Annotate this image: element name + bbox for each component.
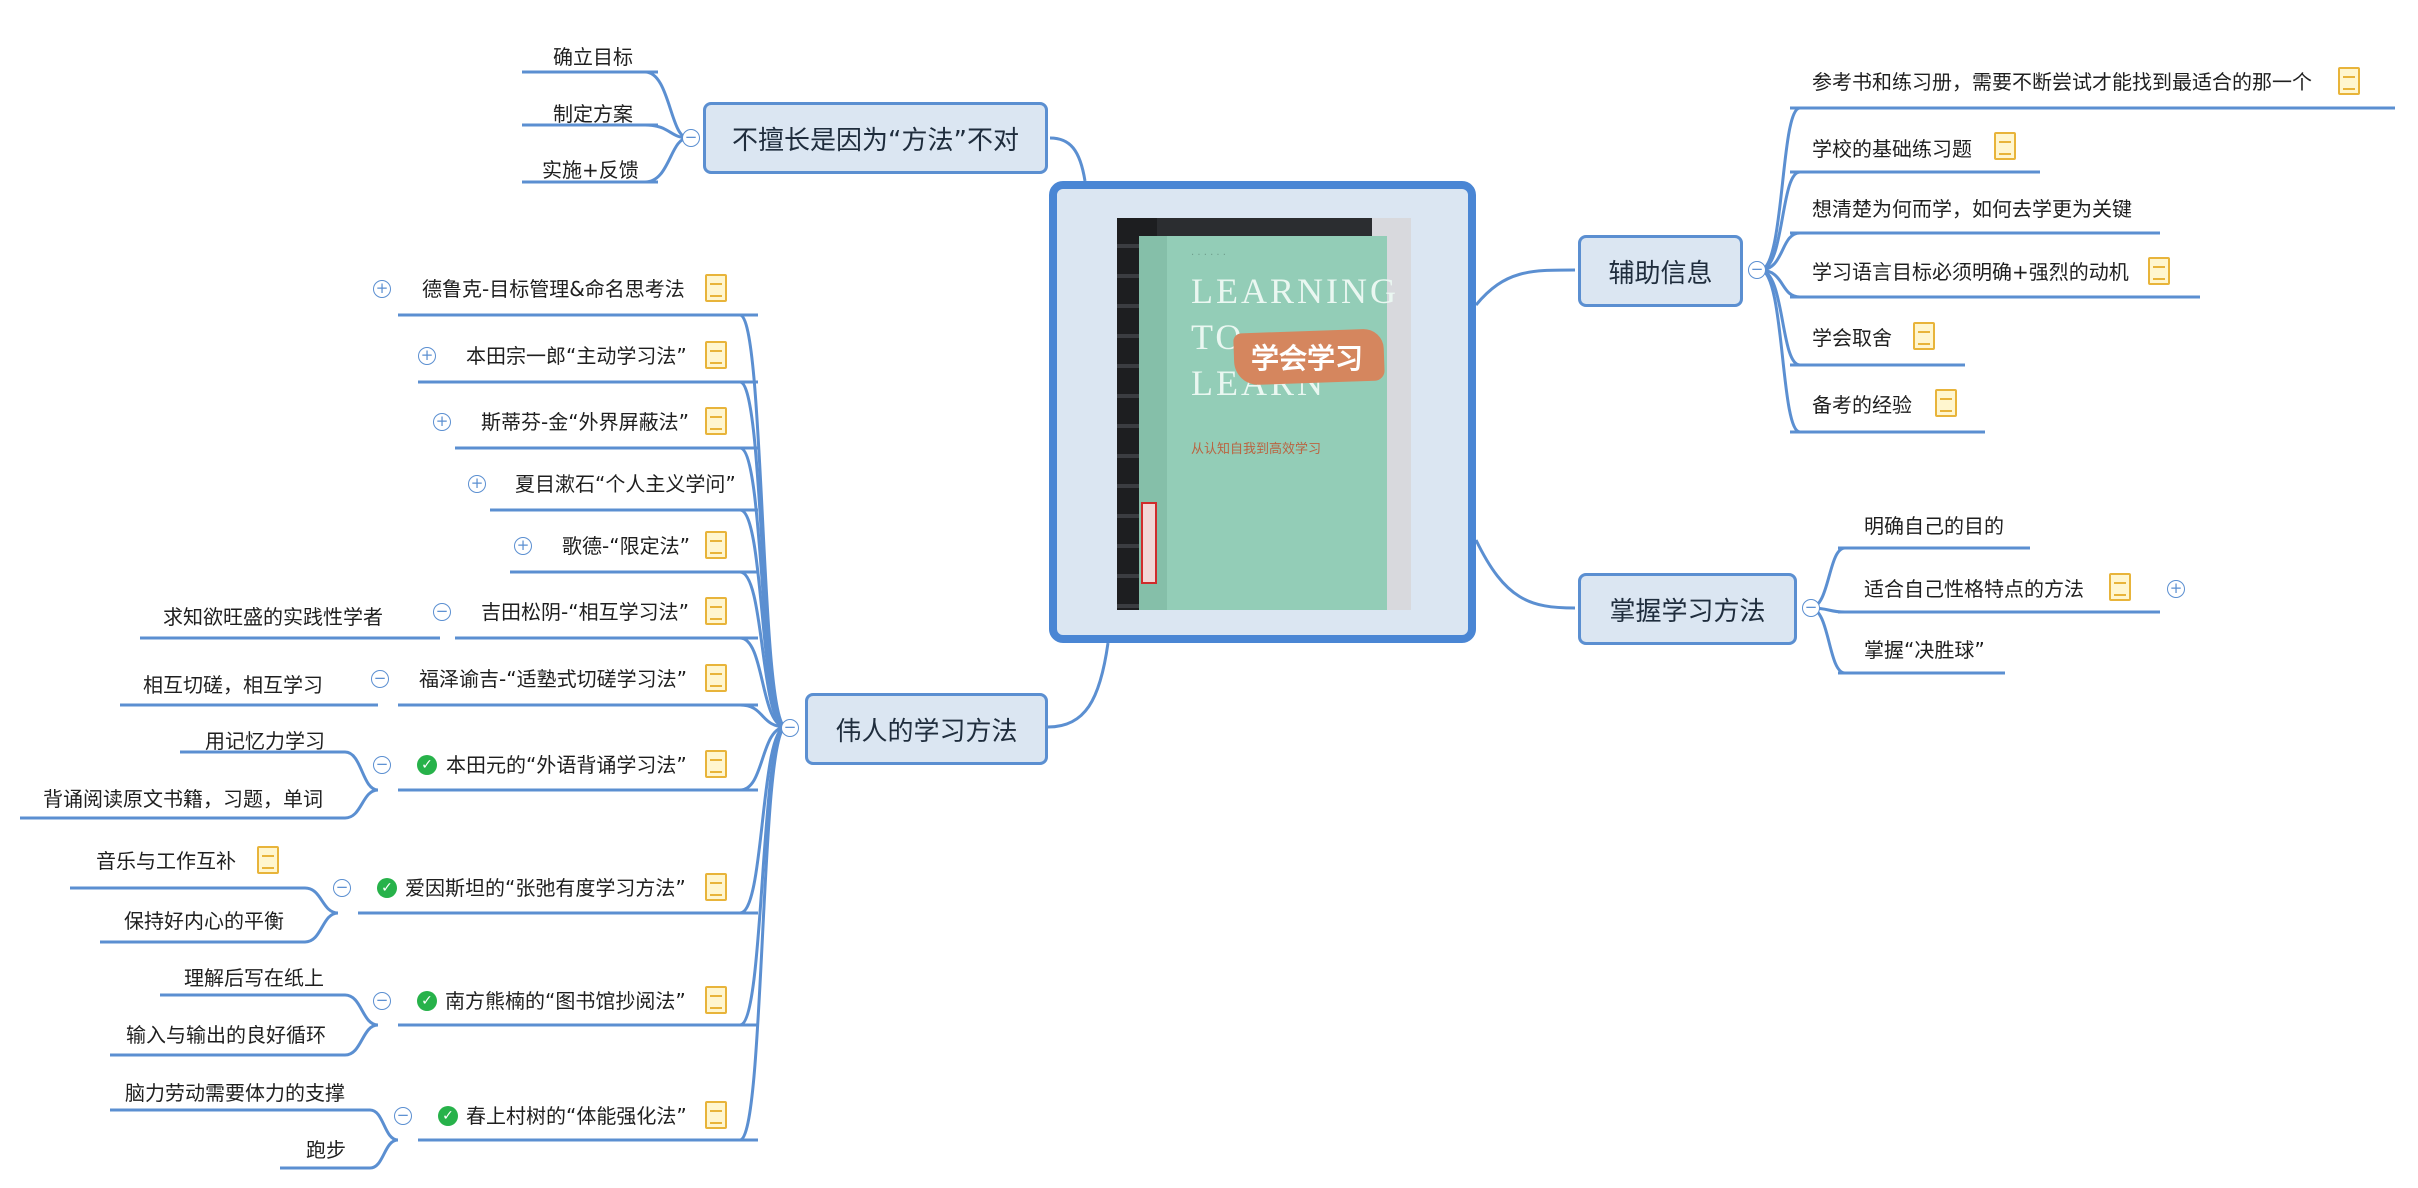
- node-einstein[interactable]: 爱因斯坦的“张弛有度学习方法”: [405, 876, 686, 900]
- note-icon[interactable]: [705, 341, 727, 369]
- note-icon[interactable]: [1994, 132, 2016, 160]
- node-make-plan[interactable]: 制定方案: [553, 102, 633, 126]
- node-murakami-sub-2[interactable]: 跑步: [306, 1138, 346, 1162]
- collapse-icon[interactable]: −: [433, 603, 451, 621]
- node-exam-experience[interactable]: 备考的经验: [1812, 393, 1912, 417]
- node-execute-feedback[interactable]: 实施+反馈: [542, 158, 639, 182]
- node-einstein-sub-2[interactable]: 保持好内心的平衡: [124, 909, 284, 933]
- node-honda-k[interactable]: 本田元的“外语背诵学习法”: [446, 753, 687, 777]
- node-set-goal[interactable]: 确立目标: [553, 45, 633, 69]
- node-clear-purpose[interactable]: 明确自己的目的: [1864, 514, 2004, 538]
- cover-subtitle: 从认知自我到高效学习: [1191, 442, 1322, 457]
- note-icon[interactable]: [705, 531, 727, 559]
- note-icon[interactable]: [705, 274, 727, 302]
- node-honda[interactable]: 本田宗一郎“主动学习法”: [466, 344, 687, 368]
- note-icon[interactable]: [705, 597, 727, 625]
- node-drucker[interactable]: 德鲁克-目标管理&命名思考法: [422, 277, 685, 301]
- expand-icon[interactable]: +: [433, 413, 451, 431]
- node-yoshida-sub[interactable]: 求知欲旺盛的实践性学者: [163, 605, 383, 629]
- note-icon[interactable]: [705, 664, 727, 692]
- note-icon[interactable]: [705, 407, 727, 435]
- node-murakami[interactable]: 春上村树的“体能强化法”: [466, 1104, 687, 1128]
- check-circle-icon: ✓: [377, 878, 397, 898]
- red-tab: [1141, 502, 1157, 584]
- topic-method-wrong[interactable]: 不擅长是因为“方法”不对: [703, 102, 1048, 174]
- node-minakata-sub-2[interactable]: 输入与输出的良好循环: [126, 1023, 326, 1047]
- node-soseki[interactable]: 夏目漱石“个人主义学问”: [515, 472, 736, 496]
- collapse-icon[interactable]: −: [373, 756, 391, 774]
- node-king[interactable]: 斯蒂芬-金“外界屏蔽法”: [481, 410, 689, 434]
- check-circle-icon: ✓: [438, 1106, 458, 1126]
- collapse-icon[interactable]: −: [682, 129, 700, 147]
- check-circle-icon: ✓: [417, 991, 437, 1011]
- collapse-icon[interactable]: −: [373, 992, 391, 1010]
- node-fukuzawa[interactable]: 福泽谕吉-“适塾式切磋学习法”: [419, 667, 687, 691]
- book-cover-image: · · · · · · LEARNING TO LEARN 学会学习 从认知自我…: [1117, 218, 1411, 610]
- node-goethe[interactable]: 歌德-“限定法”: [562, 534, 690, 558]
- collapse-icon[interactable]: −: [333, 879, 351, 897]
- note-icon[interactable]: [705, 873, 727, 901]
- cover-small-text: · · · · · ·: [1191, 250, 1226, 261]
- collapse-icon[interactable]: −: [371, 670, 389, 688]
- node-honda-k-sub-2[interactable]: 背诵阅读原文书籍，习题，单词: [43, 787, 323, 811]
- topic-master-methods[interactable]: 掌握学习方法: [1578, 573, 1797, 645]
- note-icon[interactable]: [705, 1101, 727, 1129]
- node-fit-personality[interactable]: 适合自己性格特点的方法: [1864, 577, 2084, 601]
- node-minakata-sub-1[interactable]: 理解后写在纸上: [184, 966, 324, 990]
- expand-icon[interactable]: +: [373, 280, 391, 298]
- note-icon[interactable]: [1913, 322, 1935, 350]
- cover-title-line-1: LEARNING: [1191, 271, 1399, 311]
- note-icon[interactable]: [2338, 67, 2360, 95]
- topic-auxiliary-info[interactable]: 辅助信息: [1578, 235, 1743, 307]
- node-minakata[interactable]: 南方熊楠的“图书馆抄阅法”: [445, 989, 686, 1013]
- expand-icon[interactable]: +: [514, 537, 532, 555]
- collapse-icon[interactable]: −: [394, 1107, 412, 1125]
- node-yoshida[interactable]: 吉田松阴-“相互学习法”: [481, 600, 689, 624]
- node-trade-offs[interactable]: 学会取舍: [1812, 326, 1892, 350]
- cover-title-line-2: TO: [1191, 317, 1245, 357]
- note-icon[interactable]: [1935, 389, 1957, 417]
- note-icon[interactable]: [2109, 573, 2131, 601]
- node-why-learn[interactable]: 想清楚为何而学，如何去学更为关键: [1812, 197, 2132, 221]
- node-language-goal[interactable]: 学习语言目标必须明确+强烈的动机: [1812, 260, 2129, 284]
- topic-great-methods[interactable]: 伟人的学习方法: [805, 693, 1048, 765]
- collapse-icon[interactable]: −: [781, 719, 799, 737]
- book-cover: · · · · · · LEARNING TO LEARN 学会学习 从认知自我…: [1139, 236, 1396, 610]
- note-icon[interactable]: [2148, 257, 2170, 285]
- note-icon[interactable]: [257, 846, 279, 874]
- collapse-icon[interactable]: −: [1748, 261, 1766, 279]
- node-deciding-ball[interactable]: 掌握“决胜球”: [1864, 638, 1985, 662]
- node-honda-k-sub-1[interactable]: 用记忆力学习: [205, 729, 325, 753]
- node-murakami-sub-1[interactable]: 脑力劳动需要体力的支撑: [125, 1081, 345, 1105]
- note-icon[interactable]: [705, 986, 727, 1014]
- node-reference-books[interactable]: 参考书和练习册，需要不断尝试才能找到最适合的那一个: [1812, 70, 2312, 94]
- node-school-exercises[interactable]: 学校的基础练习题: [1812, 137, 1972, 161]
- collapse-icon[interactable]: −: [1802, 599, 1820, 617]
- cover-title-cn: 学会学习: [1251, 342, 1364, 375]
- note-icon[interactable]: [705, 750, 727, 778]
- check-circle-icon: ✓: [417, 755, 437, 775]
- node-einstein-sub-1[interactable]: 音乐与工作互补: [96, 849, 236, 873]
- expand-icon[interactable]: +: [418, 347, 436, 365]
- node-fukuzawa-sub[interactable]: 相互切磋，相互学习: [143, 673, 323, 697]
- expand-icon[interactable]: +: [468, 475, 486, 493]
- expand-icon[interactable]: +: [2167, 580, 2185, 598]
